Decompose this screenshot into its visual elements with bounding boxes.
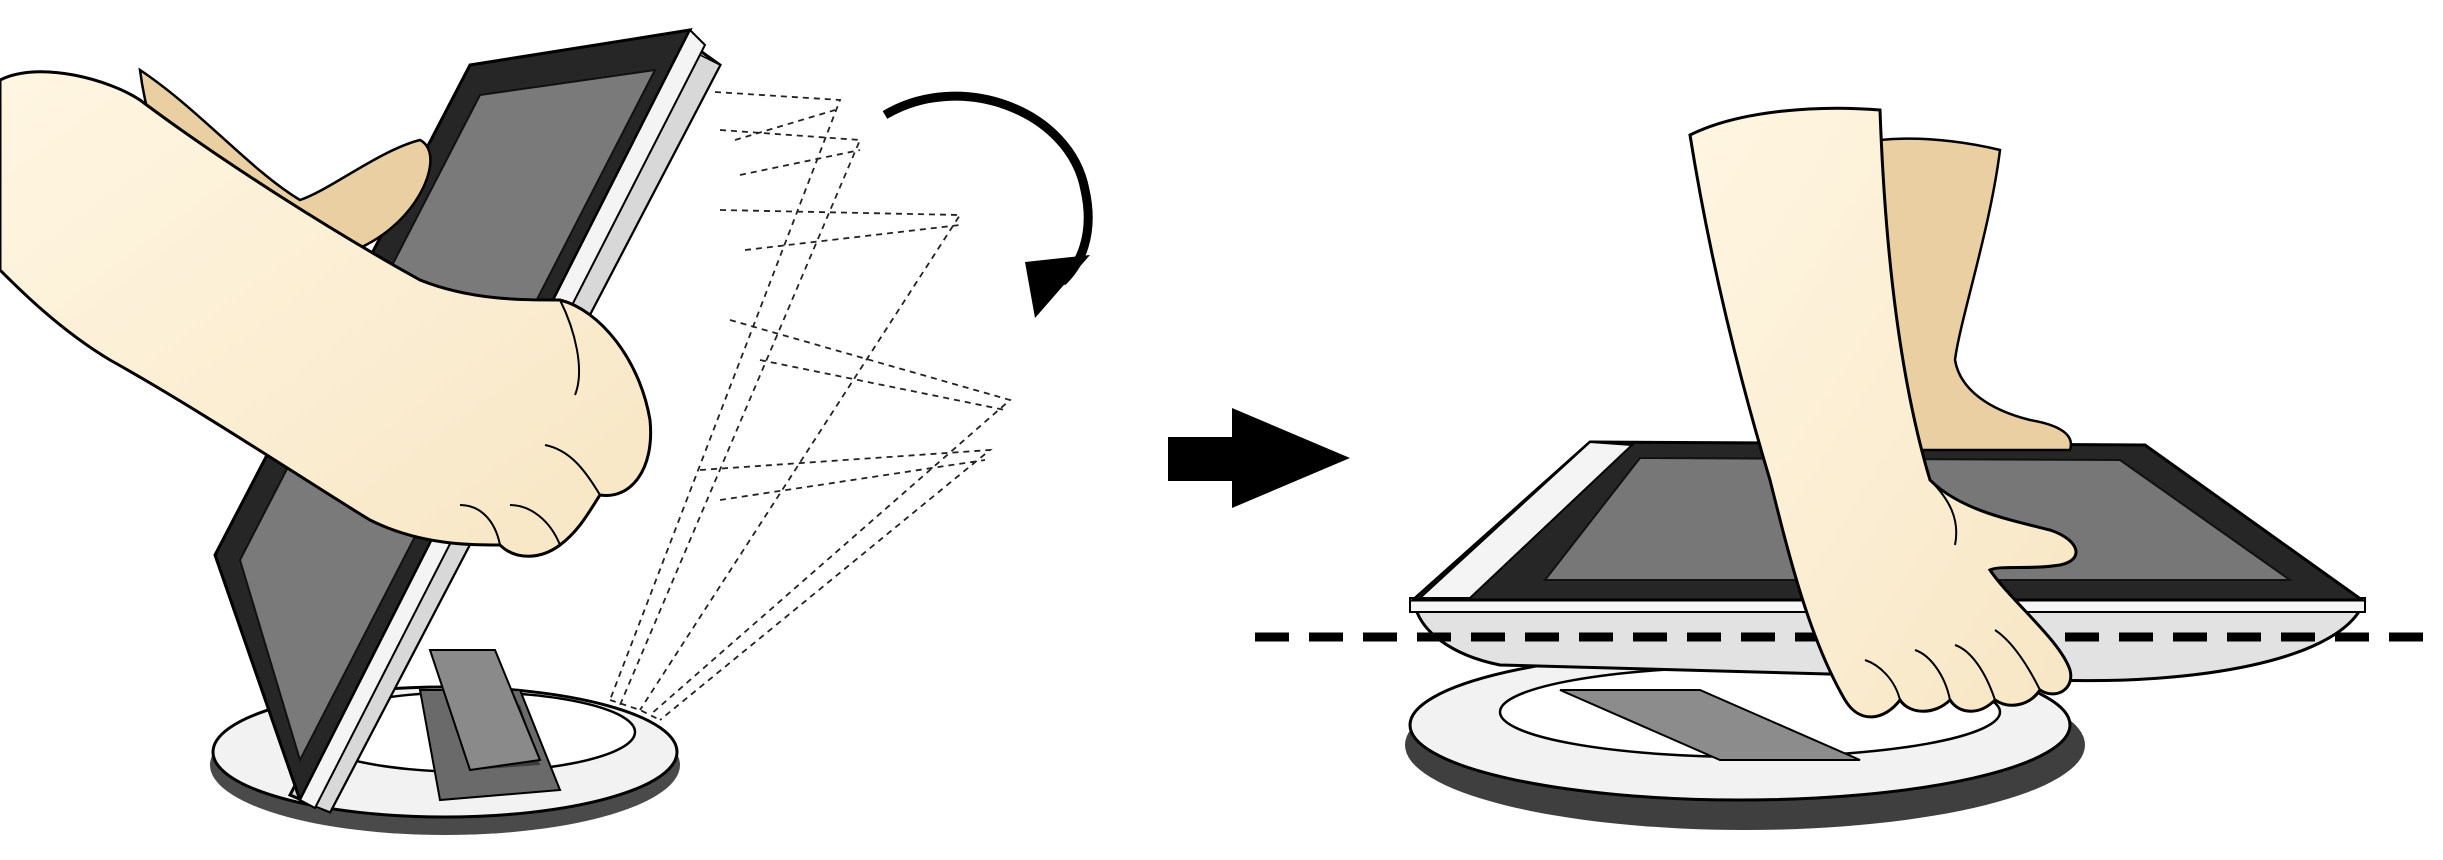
panel-right-flat — [1255, 108, 2443, 830]
tilt-motion-trails — [610, 92, 1010, 720]
panel-left-tilting — [0, 30, 1090, 835]
transition-arrow — [1168, 408, 1350, 508]
